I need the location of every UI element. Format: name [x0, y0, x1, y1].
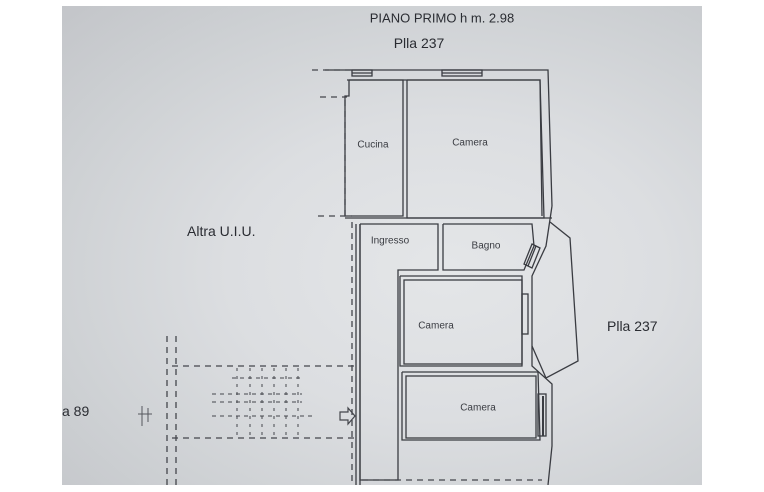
- room-label-cucina: Cucina: [357, 139, 389, 151]
- room-label-camera-middle: Camera: [418, 320, 454, 332]
- room-label-camera-bottom: Camera: [460, 402, 496, 414]
- other-unit-label: Altra U.I.U.: [187, 223, 256, 239]
- plan-title: PIANO PRIMO h m. 2.98: [369, 10, 515, 26]
- entry-arrow-icon: [339, 406, 356, 426]
- room-label-ingresso: Ingresso: [370, 235, 410, 247]
- room-label-camera-top: Camera: [452, 137, 488, 149]
- room-label-bagno: Bagno: [471, 240, 501, 252]
- parcel-label-top: Plla 237: [393, 35, 445, 51]
- parcel-label-left-partial: a 89: [62, 403, 90, 419]
- floor-plan-drawing: [138, 69, 579, 485]
- parcel-label-right: Plla 237: [607, 318, 658, 334]
- floor-plan-photo: PIANO PRIMO h m. 2.98 Plla 237 Altra U.I…: [62, 6, 702, 485]
